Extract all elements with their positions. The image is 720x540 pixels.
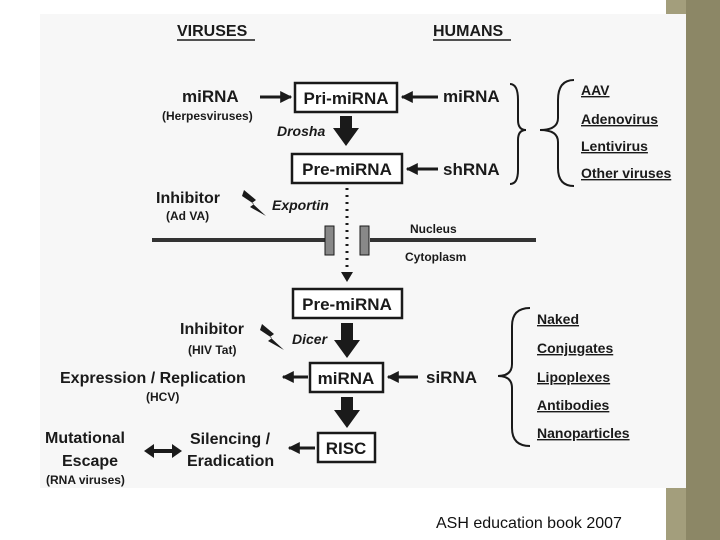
humans-header: HUMANS xyxy=(433,23,504,40)
silencing-label: Silencing / xyxy=(190,431,271,448)
lightning-bolt-icon xyxy=(260,324,284,350)
shrna-label: shRNA xyxy=(443,160,500,179)
delivery-conjugates: Conjugates xyxy=(537,340,613,356)
delivery-nanoparticles: Nanoparticles xyxy=(537,425,630,441)
mirna-pathway-figure: VIRUSES HUMANS miRNA (Herpesviruses) Pri… xyxy=(40,14,686,488)
pre-mirna-cyto-label: Pre-miRNA xyxy=(302,295,392,314)
exportin-label: Exportin xyxy=(272,197,329,213)
double-arrow-right-head xyxy=(172,444,182,458)
double-arrow-left-head xyxy=(144,444,154,458)
viruses-header: VIRUSES xyxy=(177,23,248,40)
hiv-tat-label: (HIV Tat) xyxy=(188,343,236,357)
vector-aav: AAV xyxy=(581,82,610,98)
pri-mirna-box xyxy=(293,81,399,114)
escape-label: Escape xyxy=(62,453,118,470)
nuclear-pore-left xyxy=(324,225,335,256)
left-margin xyxy=(0,0,40,540)
delivery-antibodies: Antibodies xyxy=(537,397,610,413)
dicer-label: Dicer xyxy=(292,331,329,347)
vector-other-viruses: Other viruses xyxy=(581,165,671,181)
mirna-box-label: miRNA xyxy=(318,369,375,388)
ad-va-label: (Ad VA) xyxy=(166,209,209,223)
source-caption: ASH education book 2007 xyxy=(436,515,622,532)
sirna-label: siRNA xyxy=(426,368,477,387)
pre-mirna-nucleus-label: Pre-miRNA xyxy=(302,160,392,179)
mirna-box xyxy=(308,361,385,394)
hcv-label: (HCV) xyxy=(146,390,179,404)
cytoplasm-label: Cytoplasm xyxy=(405,250,466,264)
pathway-diagram: VIRUSES HUMANS miRNA (Herpesviruses) Pri… xyxy=(45,23,671,487)
drosha-arrow xyxy=(333,116,359,146)
dicer-arrow xyxy=(334,323,360,358)
risc-box xyxy=(316,431,377,464)
lightning-bolt-icon xyxy=(242,190,266,216)
expression-replication-label: Expression / Replication xyxy=(60,370,246,387)
delivery-bracket xyxy=(497,307,531,447)
vector-bracket-right xyxy=(539,79,575,187)
pre-mirna-cyto-box xyxy=(291,287,404,320)
human-mirna-label: miRNA xyxy=(443,87,500,106)
inhibitor-hiv-tat-label: Inhibitor xyxy=(180,321,244,338)
rna-viruses-label: (RNA viruses) xyxy=(46,473,125,487)
delivery-lipoplexes: Lipoplexes xyxy=(537,369,610,385)
vector-adenovirus: Adenovirus xyxy=(581,111,658,127)
exportin-arrowhead xyxy=(341,272,353,282)
risc-arrow xyxy=(334,397,360,428)
vector-bracket-left xyxy=(509,83,527,185)
herpesviruses-label: (Herpesviruses) xyxy=(162,109,253,123)
nucleus-label: Nucleus xyxy=(410,222,457,236)
risc-label: RISC xyxy=(326,439,367,458)
pri-mirna-label: Pri-miRNA xyxy=(303,89,388,108)
delivery-naked: Naked xyxy=(537,311,579,327)
inhibitor-ad-va-label: Inhibitor xyxy=(156,190,220,207)
drosha-label: Drosha xyxy=(277,123,325,139)
nuclear-pore-right xyxy=(359,225,370,256)
vector-lentivirus: Lentivirus xyxy=(581,138,648,154)
viral-mirna-label: miRNA xyxy=(182,87,239,106)
pre-mirna-nucleus-box xyxy=(290,152,404,185)
mutational-label: Mutational xyxy=(45,430,125,447)
eradication-label: Eradication xyxy=(187,453,274,470)
